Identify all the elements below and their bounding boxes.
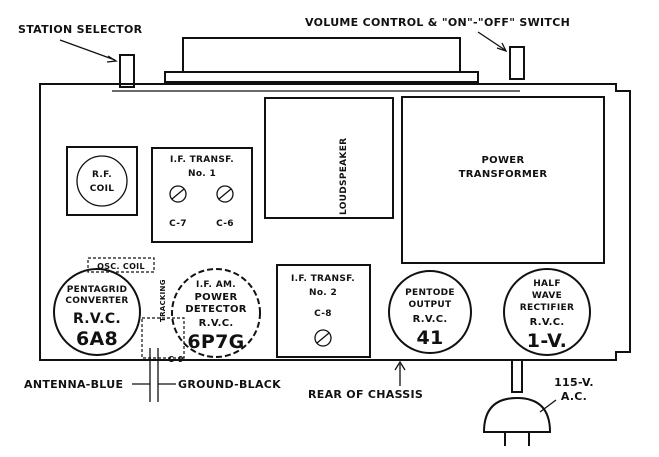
if-transformer-2-title: I.F. TRANSF. xyxy=(291,274,355,284)
tube-6p7g-line-1: I.F. AM. xyxy=(196,280,236,290)
if-transformer-1-title: I.F. TRANSF. xyxy=(170,155,234,165)
volume-control-label: VOLUME CONTROL & "ON"-"OFF" SWITCH xyxy=(305,16,570,29)
ground-label: GROUND-BLACK xyxy=(178,378,281,391)
station-selector-leader xyxy=(59,39,116,61)
trimmer-c7-label: C-7 xyxy=(169,219,187,229)
if-transformer-2 xyxy=(276,264,371,358)
dial-base xyxy=(164,71,479,83)
tube-1v xyxy=(503,268,591,356)
tube-1v-rvc: R.V.C. xyxy=(530,317,565,328)
if-transformer-1-number: No. 1 xyxy=(188,169,216,179)
tube-1v-line-2: WAVE xyxy=(532,291,562,301)
osc-coil-label: OSC. COIL xyxy=(97,262,145,271)
station-selector-label: STATION SELECTOR xyxy=(18,23,143,36)
ac-supply-label-2: A.C. xyxy=(561,390,587,403)
tube-6a8-rvc: R.V.C. xyxy=(73,311,121,327)
tube-6a8-type: 6A8 xyxy=(76,328,118,350)
ac-supply-leader xyxy=(539,399,557,413)
trimmer-c6 xyxy=(216,185,234,203)
tube-41 xyxy=(388,270,472,354)
ac-supply-label-1: 115-V. xyxy=(554,376,594,389)
c9-label: C-9 xyxy=(168,355,184,364)
tube-6p7g-rvc: R.V.C. xyxy=(199,318,234,329)
tube-6a8-line-1: PENTAGRID xyxy=(67,285,128,295)
tube-6a8-line-2: CONVERTER xyxy=(65,296,128,306)
rear-of-chassis-arrowhead xyxy=(394,360,406,371)
power-transformer xyxy=(401,96,605,264)
rf-coil xyxy=(66,146,138,216)
volume-control-leader xyxy=(477,31,506,51)
chassis-outline xyxy=(39,83,631,361)
trimmer-c6-label: C-6 xyxy=(216,219,234,229)
station-selector-arrowhead xyxy=(106,55,118,63)
tube-1v-line-1: HALF xyxy=(533,279,561,289)
tube-6p7g-type: 6P7G xyxy=(187,331,244,353)
trimmer-c8-slot xyxy=(316,332,330,344)
rear-of-chassis-label: REAR OF CHASSIS xyxy=(308,388,423,401)
tube-1v-line-3: RECTIFIER xyxy=(520,303,574,313)
station-selector-shaft xyxy=(119,54,135,88)
antenna-label: ANTENNA-BLUE xyxy=(24,378,123,391)
if-transformer-2-number: No. 2 xyxy=(309,288,337,298)
power-plug-body xyxy=(482,396,552,433)
power-cord xyxy=(511,360,523,393)
tube-6p7g-line-3: DETECTOR xyxy=(185,304,247,315)
loudspeaker-outline xyxy=(264,97,394,219)
power-transformer-label-2: TRANSFORMER xyxy=(459,169,548,180)
loudspeaker-label: LOUDSPEAKER xyxy=(339,138,349,215)
volume-control-arrowhead xyxy=(496,42,508,53)
tracking-label: TRACKING xyxy=(159,279,167,322)
volume-control-shaft xyxy=(509,46,525,80)
rf-coil-can xyxy=(76,155,128,207)
if-transformer-1 xyxy=(151,147,253,243)
rf-coil-label-2: COIL xyxy=(90,184,115,194)
osc-coil-box xyxy=(87,257,155,273)
trimmer-c7 xyxy=(169,185,187,203)
trimmer-c6-slot xyxy=(218,188,232,200)
trimmer-c7-slot xyxy=(171,188,185,200)
tube-41-type: 41 xyxy=(416,327,443,349)
tube-41-line-2: OUTPUT xyxy=(409,300,453,310)
tube-6p7g xyxy=(171,268,261,358)
tube-41-line-1: PENTODE xyxy=(405,288,455,298)
tube-6p7g-line-2: POWER xyxy=(195,292,238,303)
dial-bracket xyxy=(182,37,461,73)
rf-coil-label-1: R.F. xyxy=(92,170,112,180)
tube-41-rvc: R.V.C. xyxy=(413,314,448,325)
tracking-trimmer-box xyxy=(141,317,185,359)
tube-6a8 xyxy=(53,268,141,356)
power-transformer-label-1: POWER xyxy=(482,155,525,166)
trimmer-c8-label: C-8 xyxy=(314,309,332,319)
tube-1v-type: 1-V. xyxy=(527,330,567,352)
trimmer-c8 xyxy=(314,329,332,347)
